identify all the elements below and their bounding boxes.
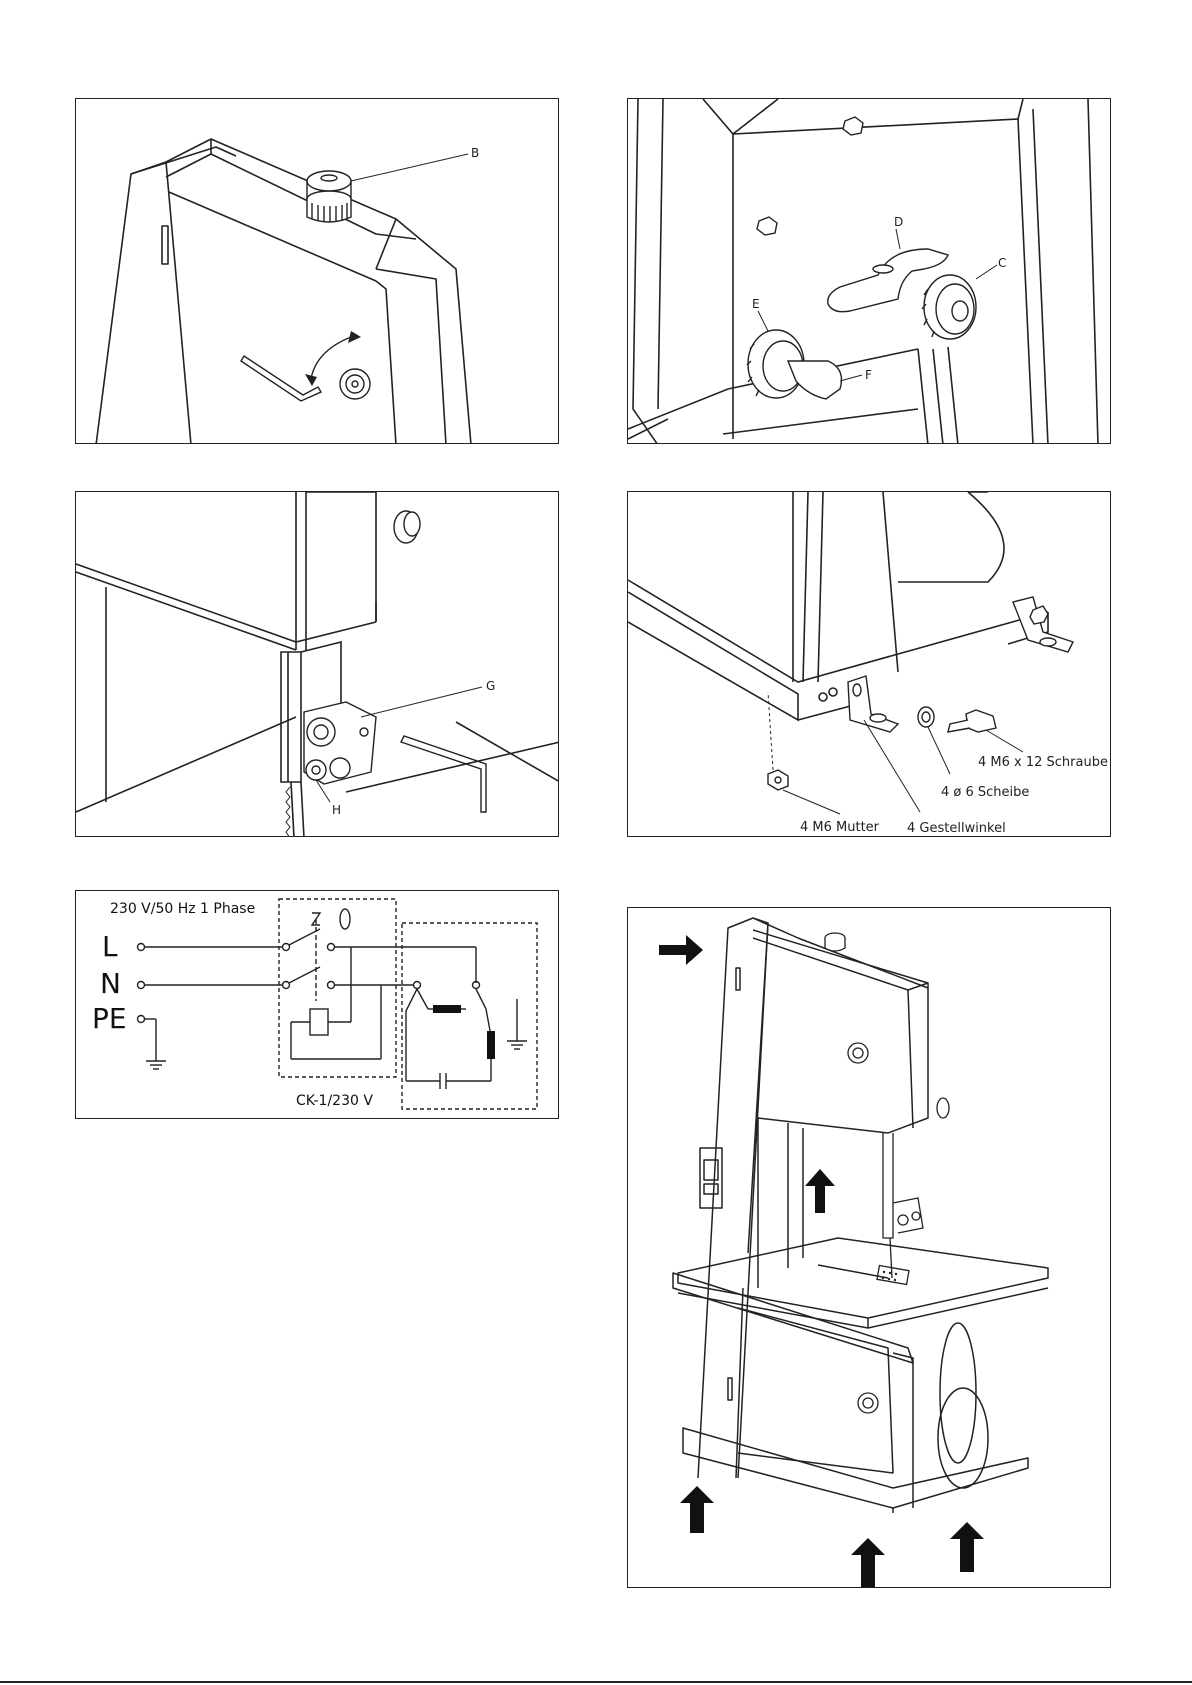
guide-knobs-drawing: C D E F (628, 99, 1111, 444)
label-f: F (865, 368, 872, 382)
wiring-diagram-drawing: 230 V/50 Hz 1 Phase L N PE (76, 891, 559, 1119)
footer-rule (0, 1681, 1192, 1683)
switch-model-label: CK-1/230 V (296, 1093, 373, 1109)
supply-label: 230 V/50 Hz 1 Phase (110, 901, 255, 917)
label-c: C (998, 256, 1006, 270)
figure-base-hardware: 4 M6 x 12 Schraube 4 ø 6 Scheibe 4 M6 Mu… (627, 491, 1111, 837)
figure-guide-knobs: C D E F (627, 98, 1111, 444)
label-e: E (752, 297, 760, 311)
band-saw-overview-drawing (628, 908, 1111, 1588)
tension-knob-drawing: B (76, 99, 559, 444)
blade-guide-drawing: G H (76, 492, 559, 837)
figure-wiring-diagram: 230 V/50 Hz 1 Phase L N PE (75, 890, 559, 1119)
label-bracket: 4 Gestellwinkel (907, 821, 1006, 836)
figure-blade-guide: G H (75, 491, 559, 837)
arrow-icon (659, 935, 984, 1588)
label-nut: 4 M6 Mutter (800, 820, 880, 835)
base-hardware-drawing: 4 M6 x 12 Schraube 4 ø 6 Scheibe 4 M6 Mu… (628, 492, 1111, 837)
label-screw: 4 M6 x 12 Schraube (978, 755, 1108, 770)
label-d: D (894, 215, 903, 229)
terminal-pe: PE (92, 1002, 127, 1035)
label-washer: 4 ø 6 Scheibe (941, 785, 1029, 800)
terminal-n: N (100, 967, 121, 1000)
label-b: B (471, 146, 479, 160)
figure-band-saw-overview (627, 907, 1111, 1588)
label-h: H (332, 803, 341, 817)
figure-tension-knob: B (75, 98, 559, 444)
label-g: G (486, 679, 495, 693)
terminal-l: L (102, 930, 118, 963)
